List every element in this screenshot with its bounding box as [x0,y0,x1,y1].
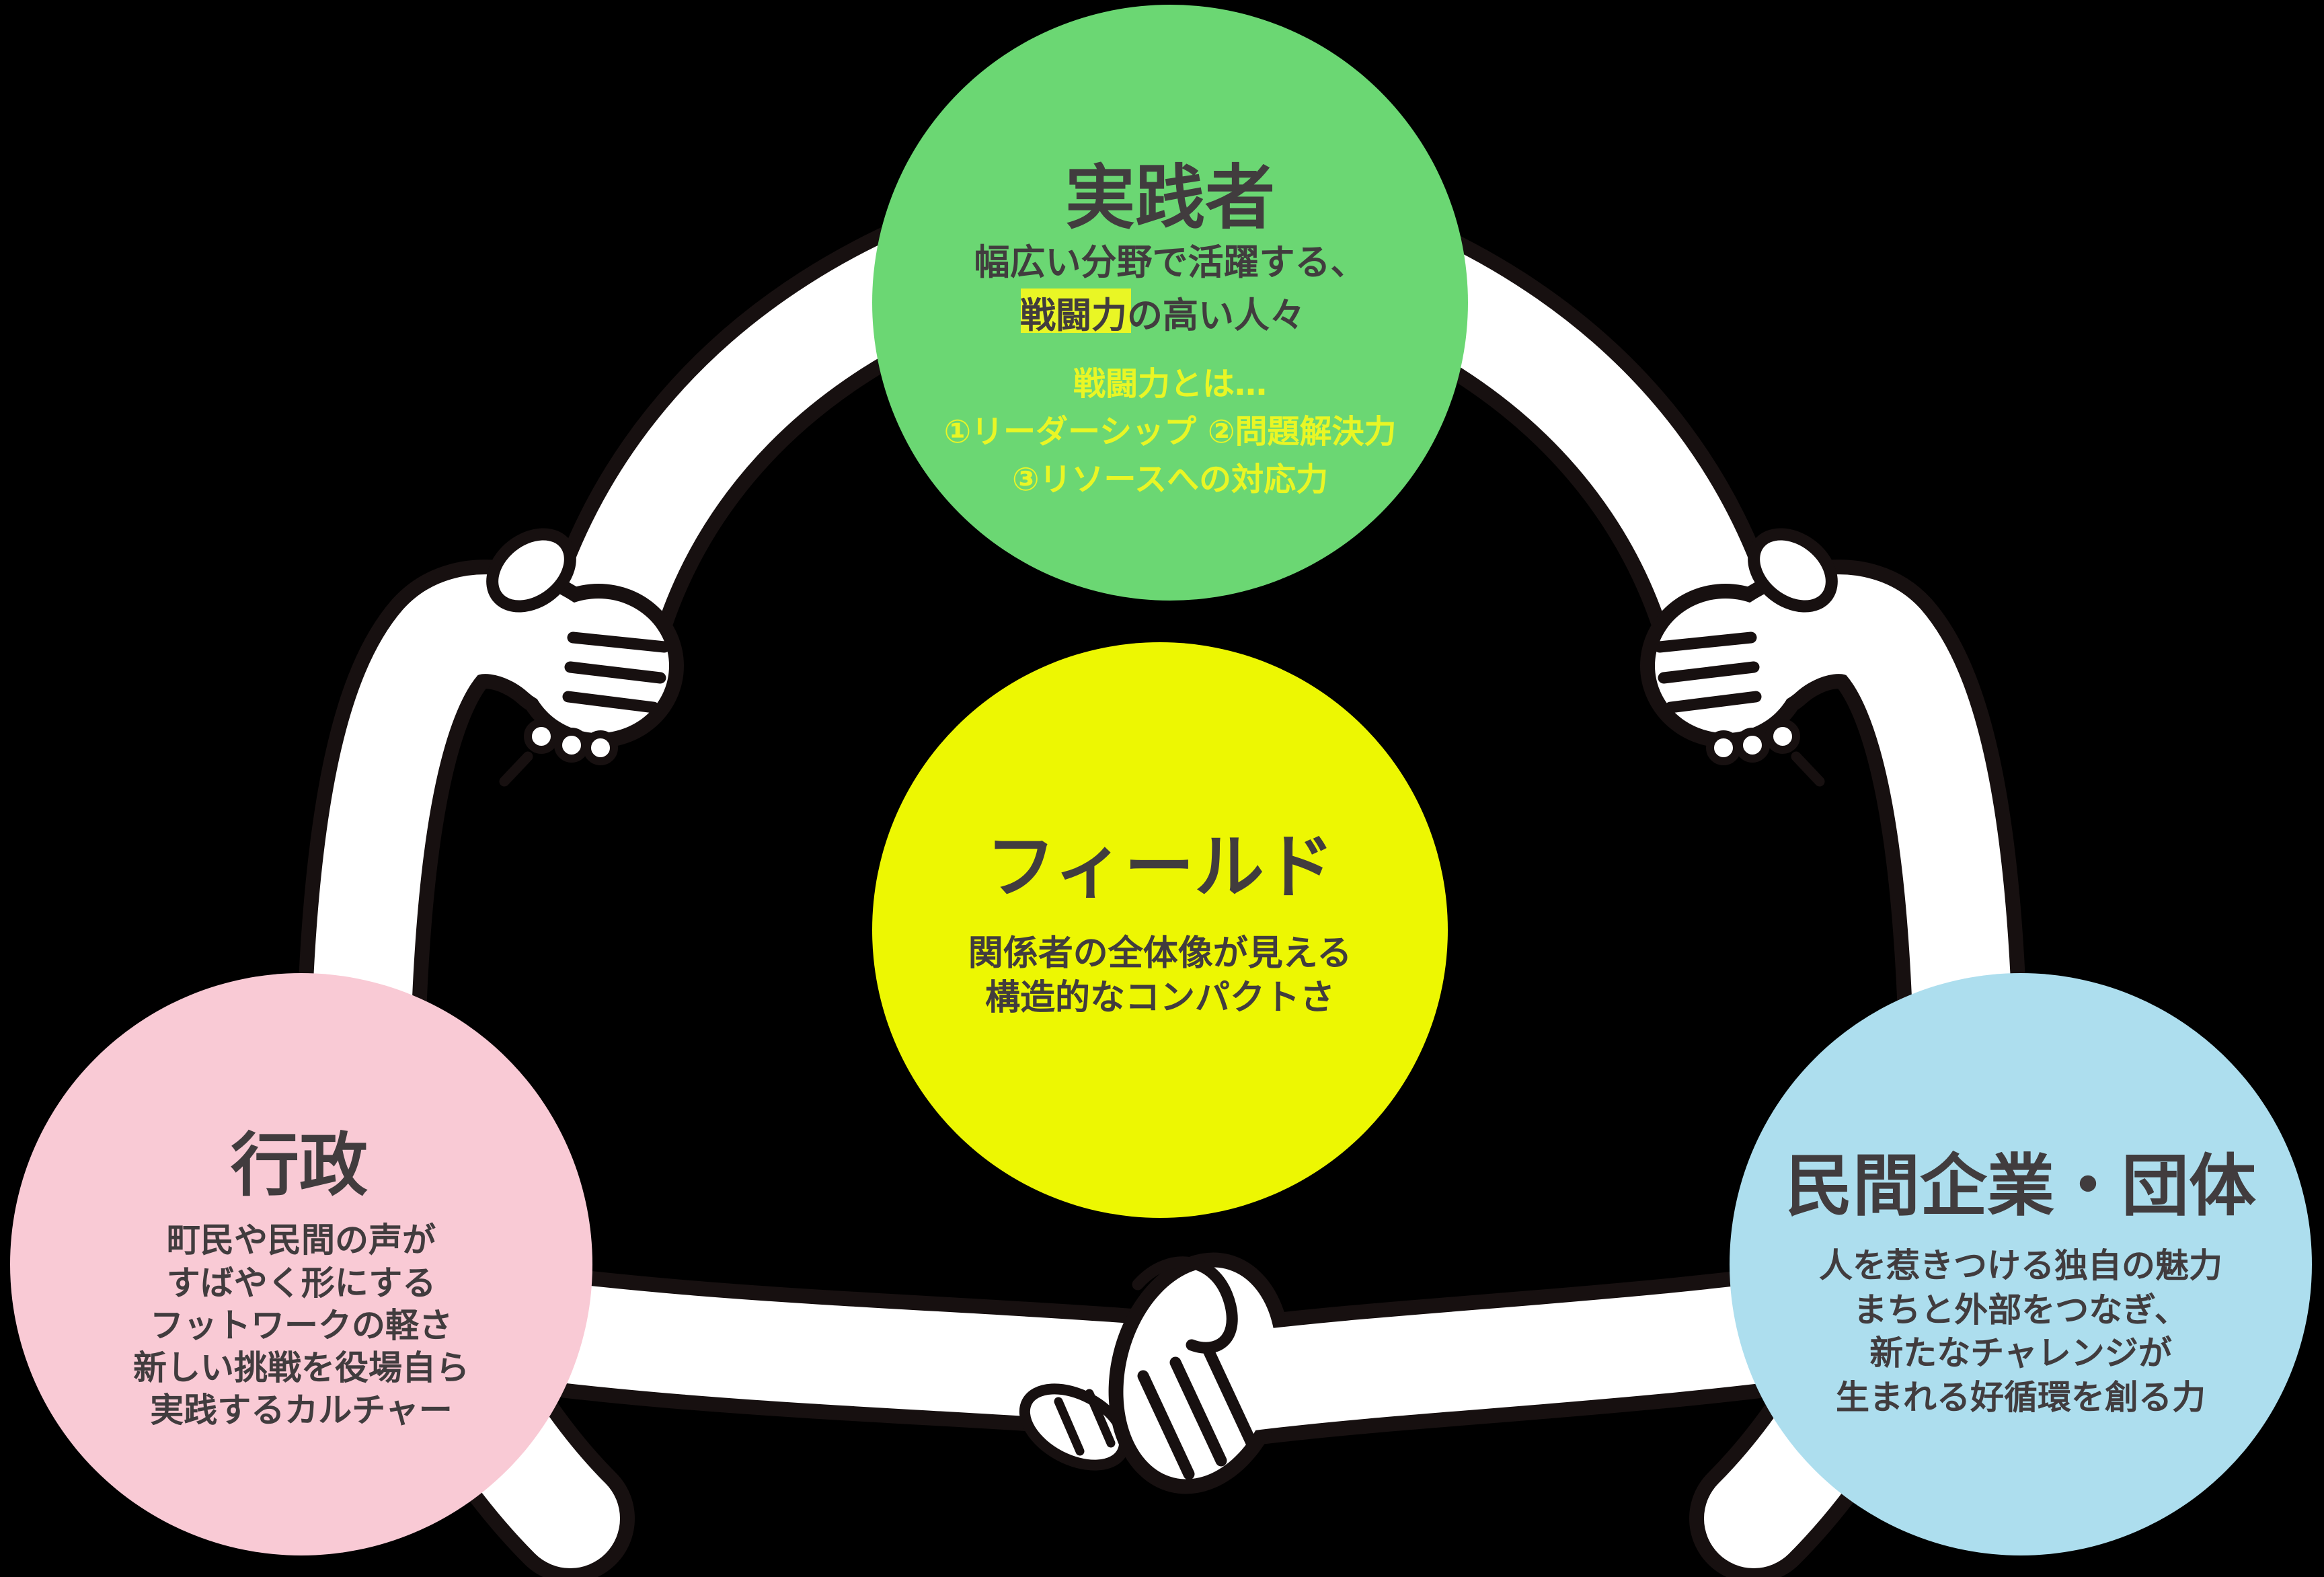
practitioners-highlighted-word: 戦闘力 [1020,295,1127,336]
private-sector-circle [1730,973,2312,1555]
private-sector-text-block: 民間企業・団体 人を惹きつける独自の魅力 まちと外部をつなぎ、 新たなチャレンジ… [1785,1147,2256,1417]
practitioners-text-block: 実践者 幅広い分野で活躍する、 戦闘力 の高い人々 戦闘力とは… ①リーダーシッ… [943,157,1396,498]
private-sector-body-line: まちと外部をつなぎ、 [1853,1291,2188,1330]
government-body-line: フットワークの軽さ [150,1306,453,1345]
government-body-line: 新しい挑戦を役場自ら [133,1348,469,1387]
left-fingertip [524,719,559,754]
field-circle [872,642,1448,1218]
government-title: 行政 [231,1126,368,1206]
government-body-line: 実践するカルチャー [150,1391,453,1430]
right-finger-line [1658,661,1760,684]
right-elbow-crease [1791,751,1825,787]
handshake-icon [1132,1256,1260,1480]
fighting-power-note-line: ①リーダーシップ ②問題解決力 [943,413,1396,451]
left-finger-line [564,661,666,684]
handshake-thumb-icon [1132,1256,1238,1354]
practitioners-body-line: 幅広い分野で活躍する、 [974,242,1366,283]
private-sector-title: 民間企業・団体 [1785,1147,2256,1225]
right-fingertip [1765,719,1800,754]
left-elbow-crease [499,751,533,787]
handshake-finger-line [1202,1343,1260,1453]
left-thumb-icon [486,528,576,613]
wrist-grip-right-hand-icon [1654,528,1838,787]
left-fingertip [583,730,618,765]
right-fingertip [1706,730,1741,765]
right-finger-line [1654,631,1757,653]
right-thumb-icon [1748,528,1838,613]
practitioners-circle [872,5,1468,601]
right-fingertip [1735,728,1770,763]
left-finger-line [567,631,670,653]
handshake-far-fingertips [1019,1383,1130,1471]
fighting-power-note-line: ③リソースへの対応力 [1012,461,1328,498]
far-fingertip-separator [1085,1389,1116,1448]
government-body-line: 町民や民間の声が [167,1221,436,1260]
right-finger-line [1664,691,1762,714]
government-circle [10,973,592,1555]
field-title: フィールド [986,826,1334,908]
wrist-grip-left-hand-icon [486,528,670,787]
highlight-marker [1021,289,1131,333]
field-text-block: フィールド 関係者の全体像が見える 構造的なコンパクトさ [968,826,1352,1018]
left-fingertip [554,728,589,763]
practitioners-body-line: の高い人々 [1127,295,1305,336]
handshake-finger-line [1169,1356,1227,1467]
private-sector-body-line: 新たなチャレンジが [1869,1334,2172,1373]
fighting-power-note-line: 戦闘力とは… [1073,365,1267,403]
private-sector-body-line: 生まれる好循環を創る力 [1836,1378,2206,1417]
field-body-line: 構造的なコンパクトさ [985,978,1335,1018]
private-sector-body-line: 人を惹きつける独自の魅力 [1819,1246,2222,1285]
left-finger-line [562,691,660,714]
field-body-line: 関係者の全体像が見える [968,933,1352,974]
practitioners-title: 実践者 [1065,157,1275,239]
far-fingertip-separator [1054,1397,1085,1456]
government-body-line: すばやく形にする [167,1264,436,1303]
handshake-finger-line [1137,1370,1195,1480]
government-text-block: 行政 町民や民間の声が すばやく形にする フットワークの軽さ 新しい挑戦を役場自… [133,1126,469,1430]
